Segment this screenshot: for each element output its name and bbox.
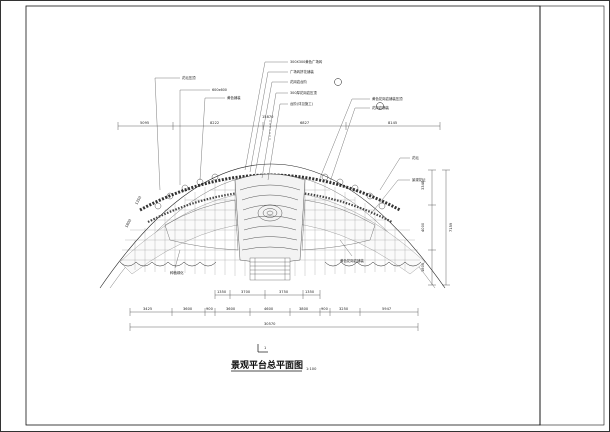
note-left-2: 600x600 <box>212 88 227 92</box>
dimension-lines <box>117 120 450 331</box>
dim-right-1: 3348 <box>421 180 425 190</box>
dim-bottom-4: 3600 <box>226 307 236 311</box>
dim-bottom-8: 3250 <box>339 307 349 311</box>
dimension-labels: 5095 8222 6827 8145 15870 3425 3600 900 … <box>124 115 453 326</box>
central-plaza <box>234 173 306 263</box>
dim-upper-3: 3750 <box>279 290 289 294</box>
note-bottom-left: 种植绿化 <box>170 270 184 275</box>
dim-top-4: 8145 <box>388 121 397 125</box>
drawing-title: 景观平台总平面图 <box>231 359 303 371</box>
right-wing-deck <box>301 199 376 251</box>
note-right-2: 花岗岩铺装 <box>372 105 390 110</box>
dim-bottom-7: 900 <box>321 307 329 311</box>
dim-bottom-1: 3425 <box>143 307 152 311</box>
dim-top-1: 5095 <box>140 121 149 125</box>
annotations: 300X300黄色广场砖 广场砖拼花铺装 花岗岩台阶 300厚花岗岩压顶 台阶(… <box>170 59 426 275</box>
drawing-scale: 1:100 <box>306 367 317 371</box>
note-top-1: 300X300黄色广场砖 <box>290 59 323 64</box>
dim-bottom-5: 4600 <box>264 307 274 311</box>
note-right-1: 黄色花岗岩铺装压顶 <box>372 96 403 101</box>
dim-left-1: 1350 <box>134 195 142 206</box>
note-bottom-right: 黄色花岗岩铺装 <box>340 258 364 263</box>
dim-top-center: 15870 <box>262 115 274 119</box>
note-right-3: 花坛 <box>412 155 419 160</box>
scalloped-edge-left <box>119 261 217 267</box>
detail-marker-right <box>376 102 384 110</box>
detail-marker-top <box>334 78 342 86</box>
dim-bottom-2: 3600 <box>183 307 193 311</box>
dim-bottom-9: 5947 <box>382 307 391 311</box>
dim-right-3: 7159 <box>449 222 453 232</box>
note-top-4: 300厚花岗岩压顶 <box>290 90 317 95</box>
dim-bottom-3: 900 <box>206 307 214 311</box>
central-steps <box>249 257 291 281</box>
dim-top-2: 8222 <box>210 121 219 125</box>
dim-right-4: 1800 <box>421 262 425 272</box>
note-top-3: 花岗岩台阶 <box>290 79 308 84</box>
title-block <box>539 5 605 426</box>
dim-bottom-total: 30570 <box>264 322 276 326</box>
dim-left-2: 1800 <box>124 218 132 229</box>
site-plan <box>99 163 446 289</box>
note-right-4: 景观花坛 <box>412 177 426 182</box>
dim-upper-1: 1350 <box>217 290 227 294</box>
central-medallion <box>257 204 283 222</box>
note-left-3: 黄色铺装 <box>227 95 241 100</box>
dim-right-2: 4000 <box>421 222 425 232</box>
left-wing-deck <box>164 199 239 251</box>
dim-upper-4: 1350 <box>305 290 315 294</box>
leader-lines <box>154 61 410 269</box>
note-left-1: 花坛压顶 <box>182 75 196 80</box>
dim-top-3: 6827 <box>300 121 309 125</box>
note-top-5: 台阶(详见施工) <box>290 101 314 106</box>
dim-upper-2: 3700 <box>241 290 251 294</box>
dim-bottom-6: 3800 <box>299 307 309 311</box>
scalloped-edge-right <box>324 261 422 267</box>
outer-arc <box>99 163 446 289</box>
note-top-2: 广场砖拼花铺装 <box>290 69 314 74</box>
section-mark-label: 1 <box>264 346 266 350</box>
section-marker: 1 <box>257 344 268 353</box>
